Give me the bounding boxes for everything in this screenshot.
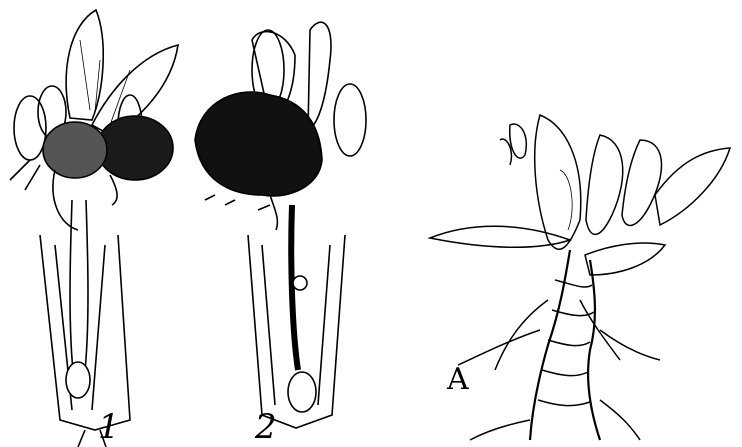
figure-label-2: 2 bbox=[255, 410, 277, 444]
figure-1-bee-on-flower bbox=[10, 10, 178, 447]
figure-label-1: 1 bbox=[98, 410, 120, 444]
figure-a-plant bbox=[430, 115, 730, 440]
figure-2-bee-in-flower bbox=[195, 22, 366, 428]
figure-label-a: A bbox=[447, 365, 469, 395]
